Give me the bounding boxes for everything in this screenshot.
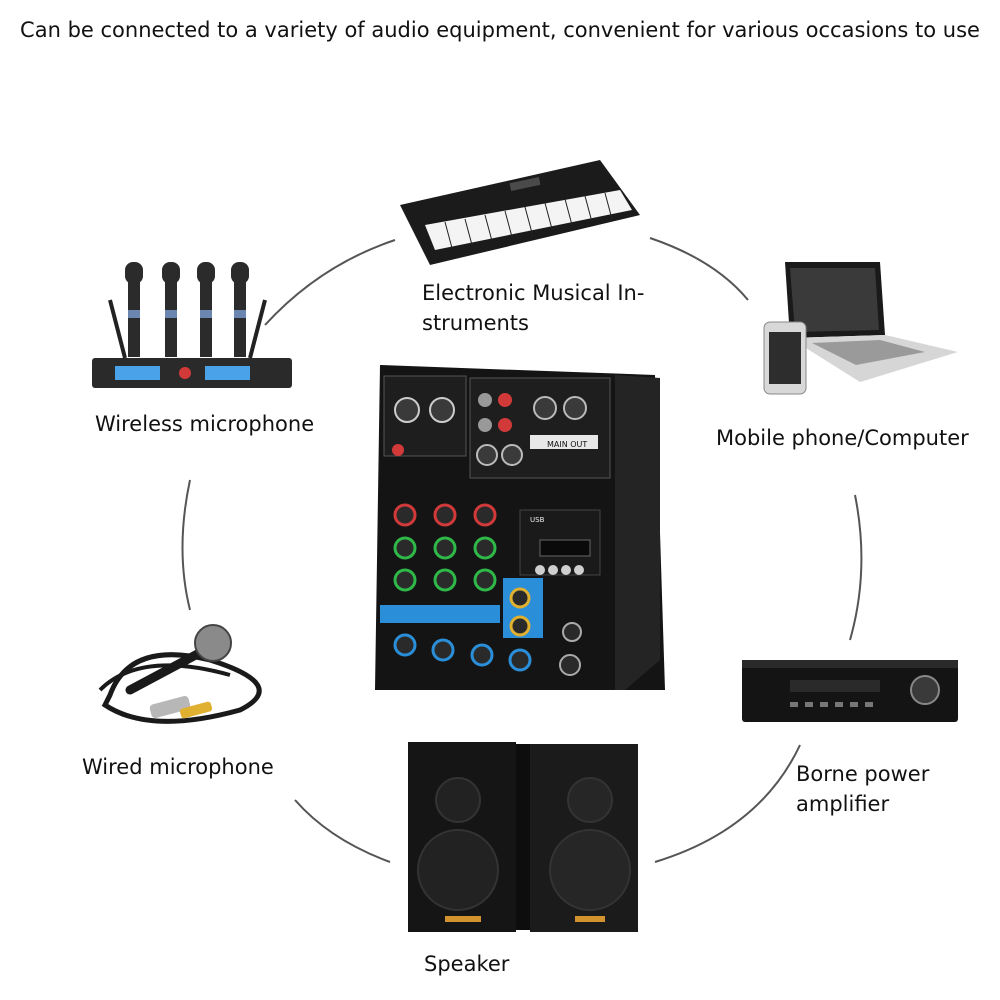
- keyboard-label: Electronic Musical In- struments: [422, 278, 644, 338]
- wired-microphone-label: Wired microphone: [82, 755, 274, 779]
- keyboard-icon: [400, 160, 640, 265]
- keyboard-label-line1: Electronic Musical In-: [422, 281, 645, 305]
- main-out-label: MAIN OUT: [547, 440, 587, 449]
- usb-label: USB: [530, 516, 545, 524]
- speaker-label: Speaker: [424, 952, 510, 976]
- connection-ring: [181, 237, 863, 863]
- amplifier-label-line2: amplifier: [796, 792, 890, 816]
- speaker-icon: [408, 742, 638, 932]
- amplifier-icon: [742, 660, 958, 722]
- ring-arc-bottom-left: [294, 799, 391, 863]
- ring-arc-bottom-right: [654, 744, 801, 863]
- amplifier-label-line1: Borne power: [796, 762, 930, 786]
- ring-arc-right: [849, 494, 863, 641]
- wired-microphone-icon: [98, 624, 262, 724]
- wireless-microphone-icon: [92, 262, 292, 388]
- page-headline: Can be connected to a variety of audio e…: [20, 18, 980, 42]
- amplifier-label: Borne power amplifier: [796, 759, 929, 819]
- wireless-microphone-label: Wireless microphone: [95, 412, 315, 436]
- audio-mixer-icon: [375, 365, 665, 690]
- mobile-computer-label: Mobile phone/Computer: [716, 426, 969, 450]
- ring-arc-top-left: [264, 239, 396, 326]
- ring-arc-left: [181, 479, 191, 611]
- ring-arc-top-right: [649, 237, 749, 301]
- keyboard-label-line2: struments: [422, 311, 529, 335]
- mobile-computer-icon: [763, 262, 958, 395]
